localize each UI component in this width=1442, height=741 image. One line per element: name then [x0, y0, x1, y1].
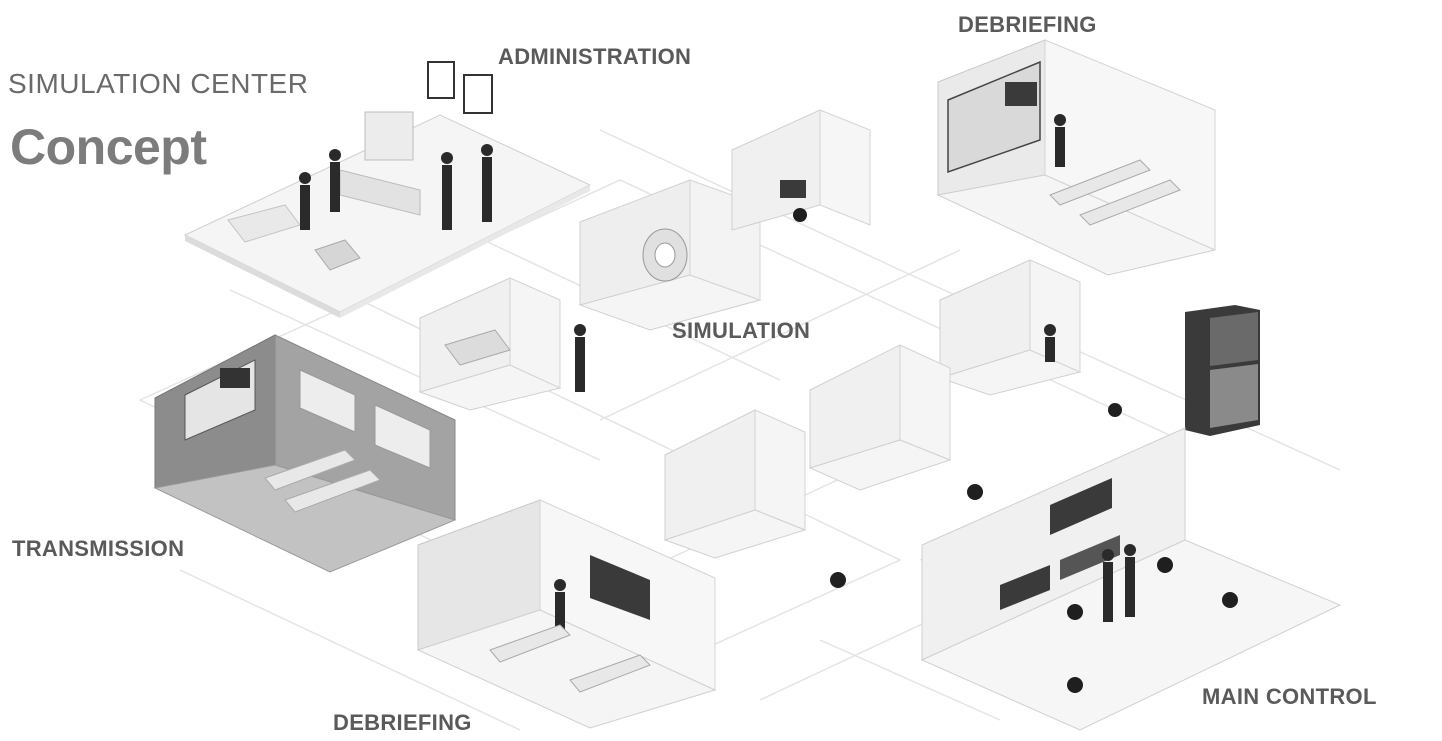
label-administration: ADMINISTRATION	[498, 44, 692, 69]
page-title: Concept	[10, 119, 207, 175]
administration-room	[183, 61, 592, 318]
transmission-room	[153, 334, 457, 573]
label-debriefing-bottom: DEBRIEFING	[333, 710, 472, 735]
title-subtitle: SIMULATION CENTER	[8, 68, 309, 99]
simulation-room-mid	[808, 344, 952, 491]
label-simulation: SIMULATION	[672, 318, 811, 343]
label-transmission: TRANSMISSION	[12, 536, 185, 561]
debriefing-top-room	[936, 39, 1217, 276]
patient-room-right	[938, 259, 1082, 396]
debriefing-bottom-room	[416, 499, 717, 729]
mri-room	[578, 179, 762, 331]
patient-room-left	[418, 277, 562, 411]
label-debriefing-top: DEBRIEFING	[958, 12, 1097, 37]
simulation-room-low	[663, 409, 807, 559]
control-booth-upper	[731, 109, 871, 231]
server-rack	[1185, 305, 1260, 436]
audience-seats	[264, 159, 1181, 693]
people	[299, 114, 1136, 632]
chairs	[793, 208, 1238, 693]
main-control-room	[920, 427, 1342, 731]
label-main-control: MAIN CONTROL	[1202, 684, 1377, 709]
